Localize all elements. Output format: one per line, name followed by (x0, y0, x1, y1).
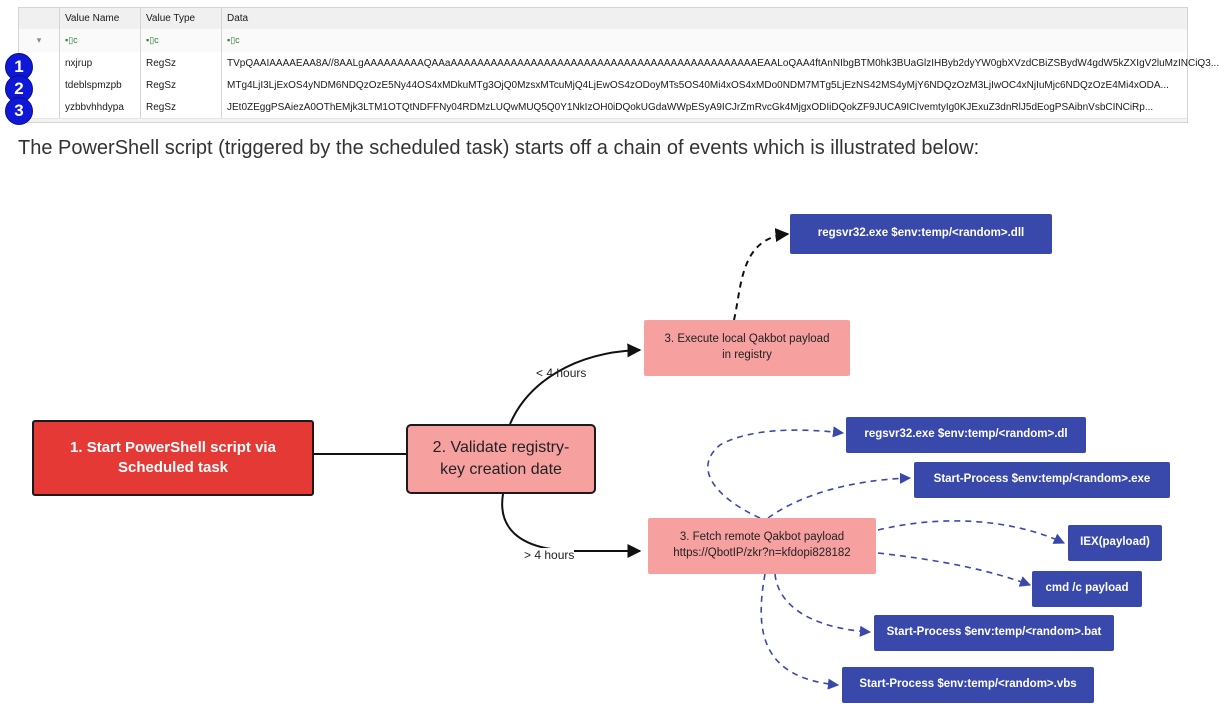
edge-validate-to-fetch (501, 493, 642, 558)
cell-value-name: tdeblspmzpb (59, 74, 140, 96)
edge-fetch-to-regsvr-dl (707, 426, 845, 519)
cell-value-type: RegSz (140, 96, 221, 118)
node-validate-registry: 2. Validate registry- key creation date (406, 424, 596, 494)
cell-data: MTg4LjI3LjExOS4yNDM6NDQzOzE5Ny44OS4xMDku… (221, 74, 1187, 96)
filter-funnel-icon: ▾ (36, 35, 42, 45)
filter-cell-data[interactable]: ▪▯c (221, 29, 1187, 52)
node-start-process-exe: Start-Process $env:temp/<random>.exe (914, 462, 1170, 498)
column-header-data[interactable]: Data (221, 8, 1187, 29)
column-header-value-type[interactable]: Value Type (140, 8, 221, 29)
node-start-powershell: 1. Start PowerShell script via Scheduled… (32, 420, 314, 496)
table-row[interactable]: yzbbvhhdypa RegSz JEt0ZEggPSAiezA0OThEMj… (19, 96, 1187, 119)
node-iex-payload: IEX(payload) (1068, 525, 1162, 561)
edge-fetch-to-start-exe (767, 472, 912, 519)
edge-fetch-to-start-bat (774, 573, 872, 637)
edge-fetch-to-iex (877, 520, 1066, 544)
node-fetch-remote-payload: 3. Fetch remote Qakbot payload https://Q… (648, 518, 876, 574)
registry-values-table: Value Name Value Type Data ▾ ▪▯c ▪▯c ▪▯c… (5, 7, 1219, 125)
node-start-process-bat: Start-Process $env:temp/<random>.bat (874, 615, 1114, 651)
edge-execute-to-regsvr-dll (733, 228, 790, 321)
cell-data: JEt0ZEggPSAiezA0OThEMjk3LTM1OTQtNDFFNy04… (221, 96, 1187, 118)
edge-validate-to-execute (509, 343, 642, 425)
node-start-process-vbs: Start-Process $env:temp/<random>.vbs (842, 667, 1094, 703)
edge-label-less-than-4-hours: < 4 hours (536, 366, 587, 380)
edge-fetch-to-start-vbs (760, 573, 840, 690)
cell-value-type: RegSz (140, 74, 221, 96)
filter-cell-name[interactable]: ▪▯c (59, 29, 140, 52)
cell-value-name: yzbbvhhdypa (59, 96, 140, 118)
edge-label-more-than-4-hours: > 4 hours (524, 548, 575, 562)
node-cmd-payload: cmd /c payload (1032, 571, 1142, 607)
cell-data: TVpQAAIAAAAEAA8A//8AALgAAAAAAAAAQAAaAAAA… (221, 52, 1219, 74)
node-regsvr32-dll: regsvr32.exe $env:temp/<random>.dll (790, 214, 1052, 254)
edge-fetch-to-cmd (877, 552, 1032, 587)
column-header-value-name[interactable]: Value Name (59, 8, 140, 29)
filter-row: ▾ ▪▯c ▪▯c ▪▯c (19, 29, 1187, 53)
intro-sentence: The PowerShell script (triggered by the … (18, 137, 980, 159)
filter-cell-type[interactable]: ▪▯c (140, 29, 221, 52)
cell-value-type: RegSz (140, 52, 221, 74)
row-number-badge: 1 (5, 53, 33, 81)
row-number-badge: 3 (5, 97, 33, 125)
node-execute-local-payload: 3. Execute local Qakbot payload in regis… (644, 320, 850, 376)
cell-value-name: nxjrup (59, 52, 140, 74)
node-regsvr32-dl: regsvr32.exe $env:temp/<random>.dl (846, 417, 1086, 453)
